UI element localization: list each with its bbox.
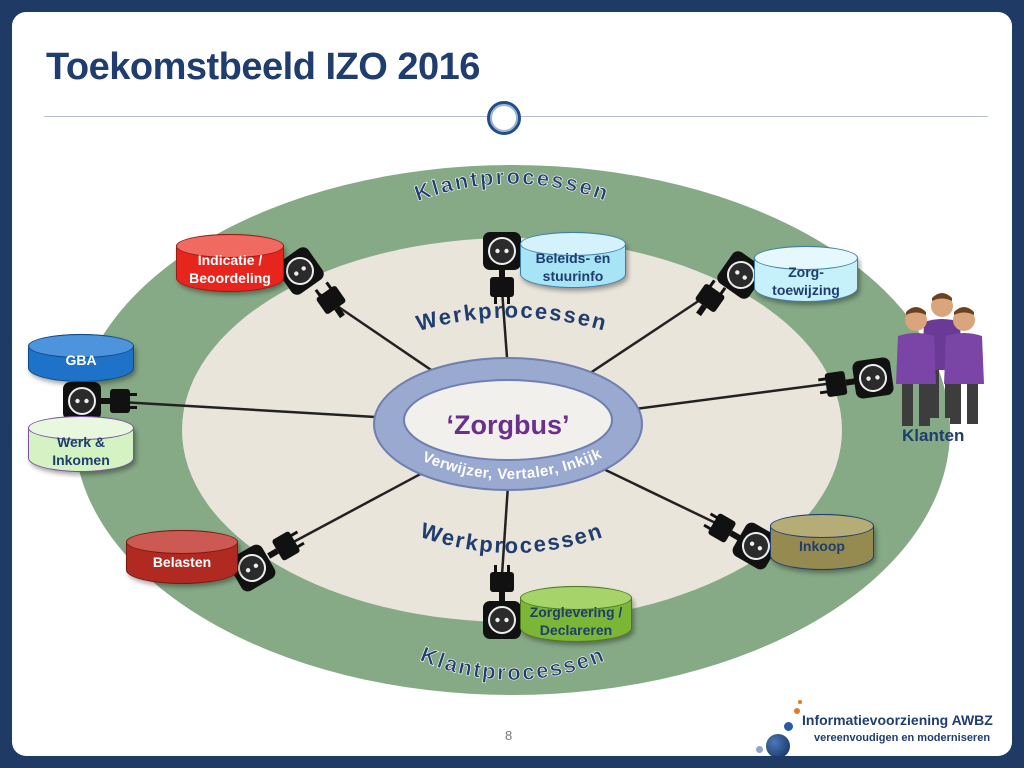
logo-dot [794,708,800,714]
logo-dots-icon [766,734,790,756]
system-zorglevering-declareren: Zorglevering / Declareren [520,586,632,642]
system-label: stuurinfo [542,268,604,284]
system-label: GBA [65,352,97,368]
system-label: Indicatie / [197,252,263,268]
logo-title: Informatievoorziening AWBZ [802,712,993,728]
hub-title: ‘Zorgbus’ [447,410,570,440]
system-label: Inkomen [52,452,110,468]
slide-title: Toekomstbeeld IZO 2016 [46,46,480,88]
system-zorgtoewijzing: Zorg- toewijzing [754,246,858,302]
logo-subtitle: vereenvoudigen en moderniseren [814,732,991,744]
customers-group [896,293,984,426]
system-belasten: Belasten [126,530,238,584]
system-label: Inkoop [799,538,845,554]
system-label: Beoordeling [189,270,271,286]
zorgbus-hub-center [403,379,613,461]
system-beleids-stuurinfo: Beleids- en stuurinfo [520,232,626,288]
wall-socket-icon [850,355,896,401]
person-icon [944,307,984,424]
page-number: 8 [505,728,513,743]
divider-circle-icon [487,101,521,135]
awbz-logo: Informatievoorziening AWBZ vereenvoudige… [738,696,1008,756]
customers-label: Klanten [902,426,965,445]
system-inkoop: Inkoop [770,514,874,570]
logo-dot [798,700,802,704]
system-label: Declareren [539,622,613,638]
system-label: Zorglevering / [529,604,623,620]
wall-socket-icon [62,381,102,421]
person-icon [896,307,936,426]
logo-dot [784,722,793,731]
system-label: Beleids- en [535,250,611,266]
system-label: Zorg- [788,264,824,280]
system-label: Belasten [152,554,212,570]
system-indicatie-beoordeling: Indicatie / Beoordeling [176,234,284,292]
wall-socket-icon [482,600,522,640]
system-label: Werk & [57,434,105,450]
system-gba: GBA [28,334,134,382]
system-werk-inkomen: Werk & Inkomen [28,416,134,472]
logo-dot [756,746,763,753]
system-label: toewijzing [772,282,840,298]
wall-socket-icon [482,231,522,271]
